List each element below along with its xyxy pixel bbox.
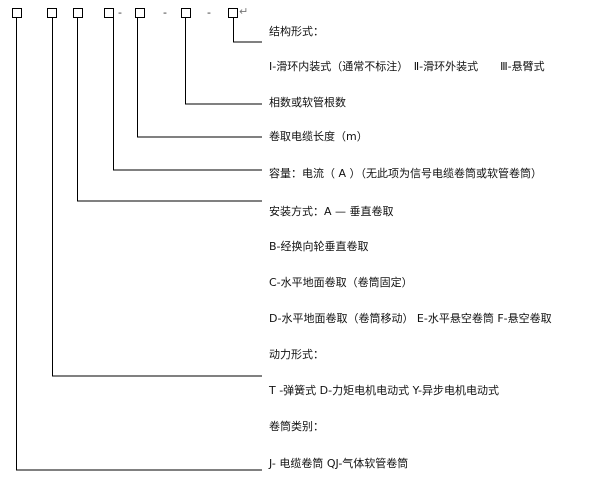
return-mark-icon: ↵ (239, 5, 249, 18)
code-box-structure (228, 8, 238, 18)
leader-phase-count (185, 18, 262, 105)
code-box-power (47, 8, 57, 18)
leader-install (77, 18, 262, 202)
cable-length-label: 卷取电缆长度（m） (269, 130, 368, 143)
install-title: 安装方式：A — 垂直卷取 (269, 205, 394, 218)
code-box-phase-count (181, 8, 191, 18)
power-options: T -弹簧式 D-力矩电机电动式 Y-异步电机电动式 (269, 384, 499, 397)
leader-power (52, 18, 262, 377)
code-box-capacity (104, 8, 114, 18)
install-option-c: C-水平地面卷取（卷筒固定） (269, 276, 413, 289)
code-separator: - (163, 6, 167, 19)
structure-options: Ⅰ-滑环内装式（通常不标注） Ⅱ-滑环外装式 Ⅲ-悬臂式 (269, 60, 545, 73)
leader-structure (233, 18, 262, 43)
code-box-cable-length (135, 8, 145, 18)
reel-options: J- 电缆卷筒 QJ-气体软管卷筒 (269, 457, 409, 470)
code-box-reel-type (12, 8, 22, 18)
structure-title: 结构形式： (269, 25, 324, 38)
code-box-install (73, 8, 83, 18)
leader-capacity (113, 18, 262, 171)
install-option-def: D-水平地面卷取（卷筒移动） E-水平悬空卷筒 F-悬空卷取 (269, 312, 552, 325)
reel-title: 卷筒类别： (269, 420, 324, 433)
install-option-b: B-经换向轮垂直卷取 (269, 240, 369, 253)
code-separator: - (207, 6, 211, 19)
phase-count-label: 相数或软管根数 (269, 96, 346, 109)
code-separator: - (118, 6, 122, 19)
leader-reel-type (16, 18, 262, 471)
leader-cable-length (137, 18, 262, 138)
capacity-label: 容量：电流（ A ）（无此项为信号电缆卷筒或软管卷筒） (269, 167, 543, 180)
power-title: 动力形式： (269, 348, 324, 361)
